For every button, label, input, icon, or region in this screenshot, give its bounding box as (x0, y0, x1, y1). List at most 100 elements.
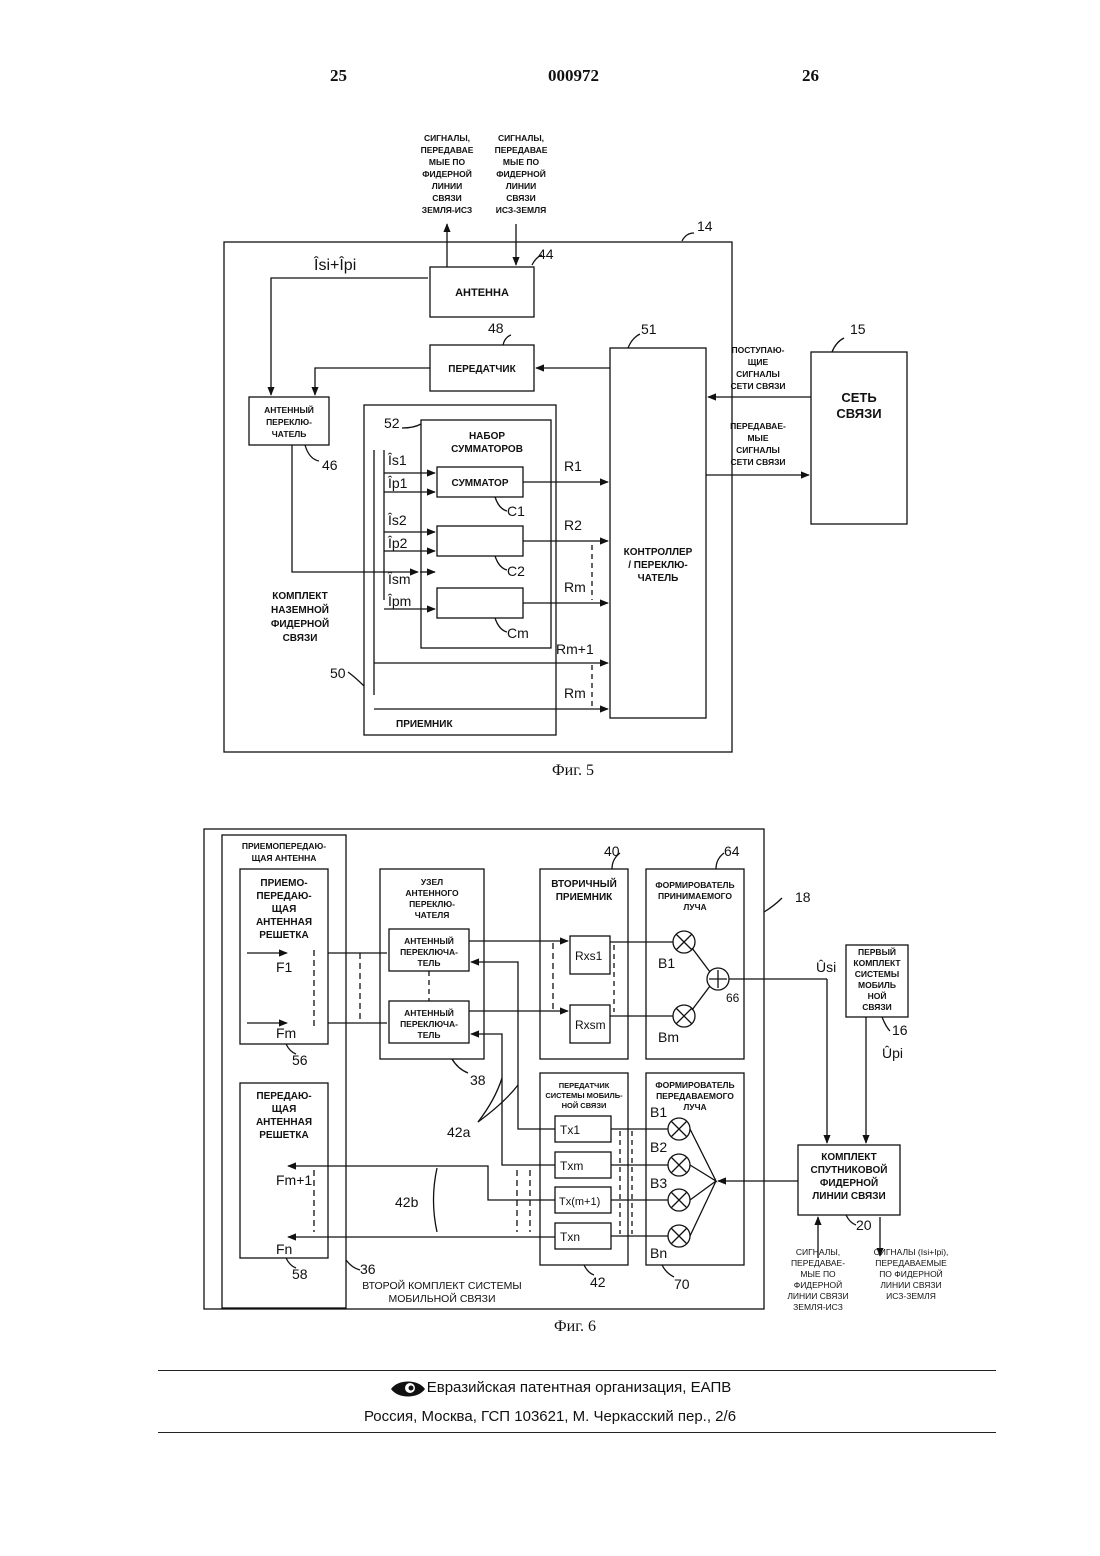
fig5-network-box (811, 352, 907, 524)
fig6-mobile-tx-label-3: НОЙ СВЯЗИ (562, 1101, 607, 1110)
fig6-sig-up-3: МЫЕ ПО (800, 1269, 836, 1279)
fig5-incoming-label-1: ПОСТУПАЮ- (732, 345, 785, 355)
fig6-tx-array-label-3: АНТЕННАЯ (256, 1117, 312, 1128)
fig5-rm-plus-1: Rm+1 (556, 641, 594, 657)
fig5-antenna-switch-label-3: ЧАТЕЛЬ (272, 429, 307, 439)
fig6-node-66: 66 (726, 991, 740, 1005)
fig5-outgoing-label-3: СИГНАЛЫ (736, 445, 780, 455)
fig5-c2: C2 (507, 563, 525, 579)
fig5-ref-48: 48 (488, 320, 504, 336)
fig5-antenna-switch-label-2: ПЕРЕКЛЮ- (266, 417, 312, 427)
fig6-mobile-tx-label-1: ПЕРЕДАТЧИК (559, 1081, 610, 1090)
fig5-network-label-2: СВЯЗИ (836, 406, 881, 421)
fig5-ground-set-label-1: КОМПЛЕКТ (272, 591, 328, 602)
fig6-secondary-receiver-label-2: ПРИЕМНИК (556, 892, 613, 903)
fig6-rx-sm-label: Rxsm (575, 1018, 606, 1032)
fig6-tx-array-label-4: РЕШЕТКА (259, 1130, 309, 1141)
fig6-rx-beamformer-label-3: ЛУЧА (683, 902, 706, 912)
fig6-switch1-label-3: ТЕЛЬ (418, 958, 441, 968)
fig6-sat-feeder-label-4: ЛИНИИ СВЯЗИ (812, 1191, 885, 1202)
fig5-ground-set-label-3: ФИДЕРНОЙ (271, 617, 329, 630)
fig5-input-is2: Îs2 (387, 512, 407, 528)
fig5-receiver-label: ПРИЕМНИК (396, 719, 453, 730)
fig6-fn: Fn (276, 1241, 292, 1257)
fig5-incoming-label-3: СИГНАЛЫ (736, 369, 780, 379)
fig6-caption: Фиг. 6 (554, 1318, 596, 1336)
fig6-sig-up-4: ФИДЕРНОЙ (794, 1279, 843, 1290)
fig6-b1-rx: B1 (658, 955, 675, 971)
fig5-ref-15: 15 (850, 321, 866, 337)
fig5-downlink-label-2: ПЕРЕДАВАЕ (495, 145, 548, 155)
fig5-sum-signal-label: Îsi+Îpi (313, 255, 356, 274)
fig6-ref-42a: 42a (447, 1124, 471, 1140)
fig5-downlink-label-1: СИГНАЛЫ, (498, 133, 544, 143)
fig5-input-ism: Îsm (387, 571, 411, 587)
fig6-ref-56: 56 (292, 1052, 308, 1068)
fig5-adder-label: СУММАТОР (451, 478, 508, 489)
fig6-ref-36: 36 (360, 1261, 376, 1277)
fig5-controller-label-2: / ПЕРЕКЛЮ- (628, 560, 688, 571)
fig6-sig-up-2: ПЕРЕДАВАЕ- (791, 1258, 845, 1268)
fig6-sig-down-1: СИГНАЛЫ (Isi+Ipi), (874, 1247, 949, 1257)
fig6-trx-array-label-2: ПЕРЕДАЮ- (256, 891, 311, 902)
fig6-mobile-tx-label-2: СИСТЕМЫ МОБИЛЬ- (545, 1091, 623, 1100)
fig6-switch1-label-2: ПЕРЕКЛЮЧА- (400, 947, 458, 957)
fig6-first-mobile-set-label-1: ПЕРВЫЙ (858, 946, 896, 957)
fig5-downlink-label-3: МЫЕ ПО (503, 157, 540, 167)
fig6-bm-rx: Bm (658, 1029, 679, 1045)
fig5-input-ip1: Îp1 (387, 475, 408, 491)
fig5-input-ip2: Îp2 (387, 535, 408, 551)
fig5-adder-set-label-2: СУММАТОРОВ (451, 444, 523, 455)
fig6-bn-tx: Bn (650, 1245, 667, 1261)
fig6-b3-tx: B3 (650, 1175, 667, 1191)
fig5-adder-set-label-1: НАБОР (469, 431, 505, 442)
fig5-ref-46: 46 (322, 457, 338, 473)
fig6-f1: F1 (276, 959, 293, 975)
fig5-adder-m (437, 588, 523, 618)
fig6-sig-down-2: ПЕРЕДАВАЕМЫЕ (875, 1258, 947, 1268)
fig6-switch2-label-1: АНТЕННЫЙ (404, 1007, 454, 1018)
fig6-sig-down-5: ИСЗ-ЗЕМЛЯ (886, 1291, 936, 1301)
fig5-cm: Cm (507, 625, 529, 641)
footer-org: Евразийская патентная организация, ЕАПВ (0, 1379, 1100, 1396)
fig6-ref-42: 42 (590, 1274, 606, 1290)
fig5-caption: Фиг. 5 (552, 762, 594, 780)
fig6-sig-up-5: ЛИНИИ СВЯЗИ (787, 1291, 848, 1301)
fig6-tx-beamformer-label-2: ПЕРЕДАВАЕМОГО (656, 1091, 734, 1101)
fig5-ref-52: 52 (384, 415, 400, 431)
fig5-transmitter-label: ПЕРЕДАТЧИК (448, 364, 516, 375)
fig5-antenna-switch-label-1: АНТЕННЫЙ (264, 404, 314, 415)
fig6-secondary-receiver-label-1: ВТОРИЧНЫЙ (551, 877, 617, 890)
fig5-uplink-label-6: СВЯЗИ (432, 193, 462, 203)
fig6-second-mobile-set-label-1: ВТОРОЙ КОМПЛЕКТ СИСТЕМЫ (362, 1279, 521, 1292)
fig6-ref-70: 70 (674, 1276, 690, 1292)
fig5-antenna-label: АНТЕННА (455, 287, 509, 299)
fig6-trx-array-label-4: АНТЕННАЯ (256, 917, 312, 928)
fig6-sig-down-4: ЛИНИИ СВЯЗИ (880, 1280, 941, 1290)
fig5-r2: R2 (564, 517, 582, 533)
fig6-ref-42b: 42b (395, 1194, 419, 1210)
fig6-switch2-label-3: ТЕЛЬ (418, 1030, 441, 1040)
fig6-tx-beamformer-label-3: ЛУЧА (683, 1102, 706, 1112)
fig6-ref-20: 20 (856, 1217, 872, 1233)
fig5-input-is1: Îs1 (387, 452, 407, 468)
fig5-ground-set-label-4: СВЯЗИ (283, 633, 318, 644)
fig6-sig-up-1: СИГНАЛЫ, (796, 1247, 840, 1257)
fig5-uplink-label-3: МЫЕ ПО (429, 157, 466, 167)
fig6-sat-feeder-label-2: СПУТНИКОВОЙ (811, 1163, 888, 1176)
fig6-b1-tx: B1 (650, 1104, 667, 1120)
fig6-sat-feeder-label-3: ФИДЕРНОЙ (820, 1176, 878, 1189)
fig5-uplink-label-4: ФИДЕРНОЙ (422, 168, 472, 179)
fig6-trx-array-label-5: РЕШЕТКА (259, 930, 309, 941)
fig6-tx-1-label: Tx1 (560, 1123, 580, 1137)
fig6-trx-array-label-3: ЩАЯ (272, 904, 297, 915)
fig6-tx-array-label-2: ЩАЯ (272, 1104, 297, 1115)
fig6-rx-s1-label: Rxs1 (575, 949, 603, 963)
fig5-ref-14: 14 (697, 218, 713, 234)
fig6-u-si: Ûsi (816, 959, 836, 975)
fig5-uplink-label-1: СИГНАЛЫ, (424, 133, 470, 143)
fig6-tx-n-label: Txn (560, 1230, 580, 1244)
fig6-tx-m-label: Txm (560, 1159, 583, 1173)
fig5-outgoing-label-1: ПЕРЕДАВАЕ- (730, 421, 786, 431)
